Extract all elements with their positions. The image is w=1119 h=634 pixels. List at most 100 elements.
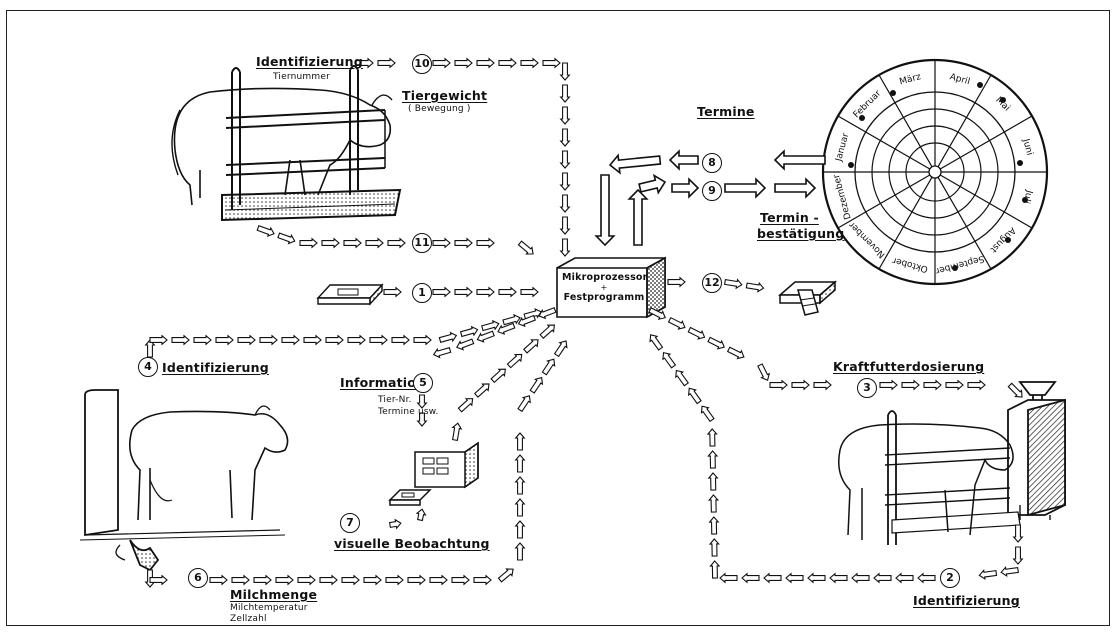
flow-arrow bbox=[499, 59, 516, 68]
flow-arrow bbox=[746, 283, 763, 292]
label-tiernummer: Tiernummer bbox=[273, 72, 330, 82]
flow-arrow bbox=[540, 325, 554, 338]
flow-arrow bbox=[968, 381, 985, 390]
flow-arrow bbox=[561, 173, 570, 190]
flow-arrow-large bbox=[670, 151, 698, 169]
label-terminbestaetigung-1: Termin - bbox=[760, 210, 819, 225]
number-10: 10 bbox=[412, 54, 432, 74]
flow-arrow bbox=[663, 353, 675, 368]
label-visuelle-beobachtung: visuelle Beobachtung bbox=[334, 536, 490, 551]
flow-arrow bbox=[902, 381, 919, 390]
flow-arrow bbox=[499, 288, 516, 297]
printer-device bbox=[780, 282, 835, 315]
flow-arrow-large bbox=[775, 151, 825, 169]
flow-arrow bbox=[453, 423, 462, 440]
flow-arrow bbox=[276, 576, 293, 585]
label-festprogramm: Festprogramm bbox=[562, 292, 646, 303]
flow-arrow bbox=[320, 576, 337, 585]
flow-arrow bbox=[770, 381, 787, 390]
flow-arrow bbox=[216, 336, 233, 345]
flow-arrow-large bbox=[610, 155, 660, 173]
flow-arrow bbox=[482, 321, 499, 331]
flow-arrow bbox=[408, 576, 425, 585]
number-6: 6 bbox=[188, 568, 208, 588]
flow-arrow bbox=[392, 336, 409, 345]
flow-arrow bbox=[477, 59, 494, 68]
flow-arrow-large bbox=[629, 190, 647, 245]
flow-arrow bbox=[366, 239, 383, 248]
weighing-station bbox=[172, 66, 400, 220]
flow-arrow bbox=[758, 364, 769, 380]
flow-arrow bbox=[507, 354, 521, 367]
flow-arrow bbox=[561, 85, 570, 102]
flow-arrow bbox=[498, 569, 513, 582]
flow-arrow bbox=[516, 455, 525, 472]
flow-arrow bbox=[524, 340, 538, 353]
number-11: 11 bbox=[412, 233, 432, 253]
flow-arrow bbox=[561, 129, 570, 146]
flow-arrow bbox=[946, 381, 963, 390]
label-identifizierung-left: Identifizierung bbox=[162, 360, 269, 375]
label-kraftfutterdosierung: Kraftfutterdosierung bbox=[833, 359, 984, 374]
flow-arrow bbox=[561, 195, 570, 212]
flow-arrow bbox=[384, 288, 401, 297]
flow-arrow bbox=[498, 323, 515, 334]
flow-arrow bbox=[709, 473, 718, 490]
flow-arrow bbox=[1014, 525, 1023, 542]
flow-arrow bbox=[543, 59, 560, 68]
flow-arrow bbox=[710, 561, 719, 578]
flow-arrow bbox=[708, 429, 717, 446]
flow-arrow bbox=[808, 574, 825, 583]
flow-arrow bbox=[676, 370, 688, 385]
flow-arrow bbox=[458, 399, 472, 412]
flow-arrow bbox=[298, 576, 315, 585]
flow-arrow bbox=[669, 318, 685, 329]
flow-arrow bbox=[725, 280, 742, 289]
flow-arrow bbox=[701, 406, 713, 421]
information-terminal bbox=[390, 443, 478, 505]
flow-arrow bbox=[561, 217, 570, 234]
feeding-station bbox=[839, 382, 1065, 545]
flow-arrow bbox=[348, 336, 365, 345]
flow-arrow bbox=[439, 333, 456, 343]
label-milchtemperatur: Milchtemperatur bbox=[230, 603, 308, 613]
flow-arrow bbox=[475, 384, 489, 397]
flow-arrow bbox=[896, 574, 913, 583]
label-mikroprozessor: Mikroprozessor bbox=[562, 272, 646, 283]
calendar-wheel: JanuarFebruarMärzAprilMaiJuniJuliAugustS… bbox=[823, 60, 1047, 284]
flow-arrow bbox=[326, 336, 343, 345]
flow-arrow bbox=[561, 151, 570, 168]
number-12: 12 bbox=[702, 273, 722, 293]
flow-arrow bbox=[880, 381, 897, 390]
flow-arrow bbox=[516, 477, 525, 494]
flow-arrow bbox=[344, 239, 361, 248]
flow-arrow bbox=[689, 388, 701, 403]
flow-arrow bbox=[232, 576, 249, 585]
flow-arrow bbox=[300, 239, 317, 248]
flow-arrow bbox=[814, 381, 831, 390]
flow-arrow bbox=[238, 336, 255, 345]
flow-arrow bbox=[720, 574, 737, 583]
number-3: 3 bbox=[857, 378, 877, 398]
flow-arrow bbox=[1001, 567, 1018, 576]
label-tier-nr: Tier-Nr. bbox=[378, 395, 412, 405]
flow-arrow bbox=[430, 576, 447, 585]
label-terminbestaetigung-2: bestätigung bbox=[757, 226, 844, 241]
label-zellzahl: Zellzahl bbox=[230, 614, 267, 624]
flow-arrow bbox=[194, 336, 211, 345]
flow-arrow bbox=[710, 539, 719, 556]
label-bewegung: ( Bewegung ) bbox=[408, 104, 471, 114]
flow-arrow bbox=[455, 239, 472, 248]
flow-arrow bbox=[390, 520, 401, 529]
label-identifizierung-top: Identifizierung bbox=[256, 54, 363, 69]
flow-arrow bbox=[561, 107, 570, 124]
number-1: 1 bbox=[412, 283, 432, 303]
flow-arrow bbox=[516, 521, 525, 538]
flow-arrow bbox=[370, 336, 387, 345]
flow-arrow bbox=[457, 339, 474, 350]
flow-arrow bbox=[477, 239, 494, 248]
flow-arrow bbox=[516, 543, 525, 560]
flow-arrow bbox=[304, 336, 321, 345]
flow-arrow bbox=[1014, 547, 1023, 564]
